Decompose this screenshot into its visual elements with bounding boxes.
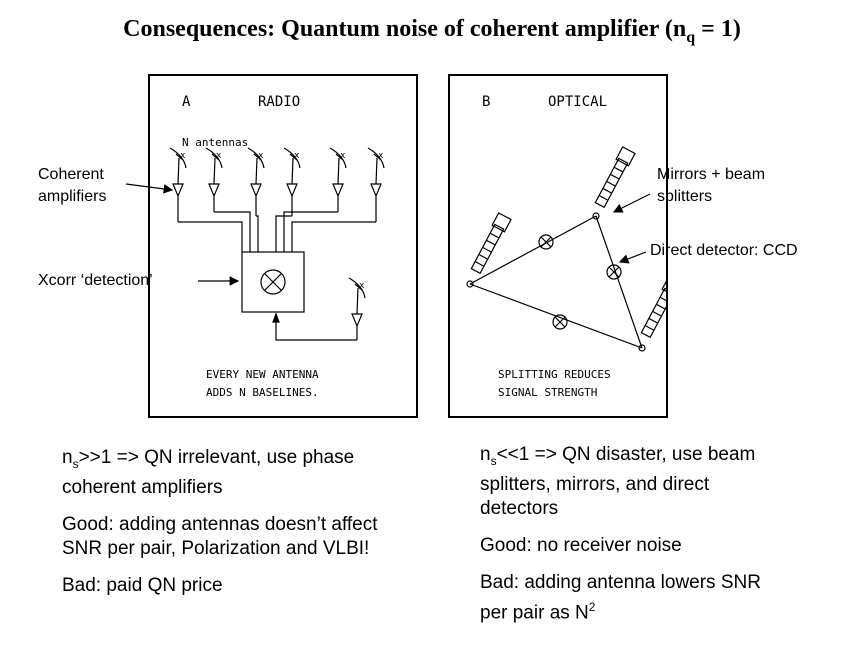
left-paragraph-3: Bad: paid QN price <box>62 574 223 596</box>
mirror <box>638 344 646 352</box>
beam-path <box>595 215 643 349</box>
optical-panel-heading: OPTICAL <box>548 94 607 110</box>
left-paragraph-2: Good: adding antennas doesn’t affect SNR… <box>62 513 378 559</box>
optical-panel-letter: B <box>482 94 490 110</box>
beam-splitter <box>538 234 554 250</box>
antenna-mark: x <box>180 151 186 161</box>
correlator-multiplier <box>260 269 286 295</box>
radio-panel-letter: A <box>182 94 191 110</box>
feed-line <box>283 211 338 252</box>
antenna-dish <box>247 147 265 216</box>
optical-diagram: B OPTICAL <box>466 94 666 399</box>
xcorr-detection-label: Xcorr ‘detection’ <box>38 272 153 289</box>
radio-panel-heading: RADIO <box>258 94 300 110</box>
antennas-label: N antennas <box>182 136 248 149</box>
page-title: Consequences: Quantum noise of coherent … <box>0 16 864 46</box>
feed-line <box>178 221 243 252</box>
antenna-mark: x <box>258 151 264 161</box>
new-feed-line <box>275 314 357 341</box>
optical-caption-line1: SPLITTING REDUCES <box>498 368 611 381</box>
new-antenna <box>348 277 366 340</box>
radio-caption-line2: ADDS N BASELINES. <box>206 386 319 399</box>
optical-caption-line2: SIGNAL STRENGTH <box>498 386 597 399</box>
telescope <box>470 212 512 275</box>
right-paragraph-2: Good: no receiver noise <box>480 534 682 556</box>
mirror <box>466 280 474 288</box>
feed-line <box>256 215 259 252</box>
right-paragraph-1: ns<<1 => QN disaster, use beam splitters… <box>480 444 756 519</box>
title-tail: = 1) <box>695 16 741 42</box>
beam-splitter <box>552 314 568 330</box>
antenna-array <box>169 147 385 341</box>
left-text-block: ns>>1 => QN irrelevant, use phase cohere… <box>62 446 382 611</box>
coherent-amplifiers-label: Coherent amplifiers <box>38 166 107 205</box>
right-paragraph-3: Bad: adding antenna lowers SNR per pair … <box>480 571 761 624</box>
antenna-mark: x <box>294 151 300 161</box>
left-paragraph-1: ns>>1 => QN irrelevant, use phase cohere… <box>62 447 355 498</box>
antenna-dish <box>283 147 301 216</box>
feed-line <box>275 215 292 252</box>
feed-line <box>214 211 251 252</box>
direct-detector-label: Direct detector: CCD <box>650 242 798 259</box>
beam-splitter <box>606 264 622 280</box>
correlator-box <box>241 251 305 313</box>
antenna-dish <box>367 147 385 222</box>
telescope <box>594 146 636 209</box>
right-text-block: ns<<1 => QN disaster, use beam splitters… <box>480 443 785 638</box>
title-main: Consequences: Quantum noise of coherent … <box>123 16 687 42</box>
telescope <box>640 276 666 339</box>
beam-path <box>469 215 597 285</box>
feed-line <box>291 221 376 252</box>
antenna-dish <box>205 147 223 212</box>
antenna-dish <box>329 147 347 212</box>
antenna-dish <box>169 147 187 222</box>
title-subscript: q <box>686 29 696 46</box>
radio-diagram: A RADIO N antennas <box>169 94 385 399</box>
mirrors-label: Mirrors + beam splitters <box>657 166 766 205</box>
radio-caption-line1: EVERY NEW ANTENNA <box>206 368 319 381</box>
panel-radio: A RADIO N antennas <box>148 74 418 418</box>
antenna-mark: x <box>378 151 384 161</box>
mirror <box>592 212 600 220</box>
antenna-mark: x <box>359 281 365 291</box>
panel-optical: B OPTICAL <box>448 74 668 418</box>
antenna-mark: x <box>340 151 346 161</box>
antenna-mark: x <box>216 151 222 161</box>
